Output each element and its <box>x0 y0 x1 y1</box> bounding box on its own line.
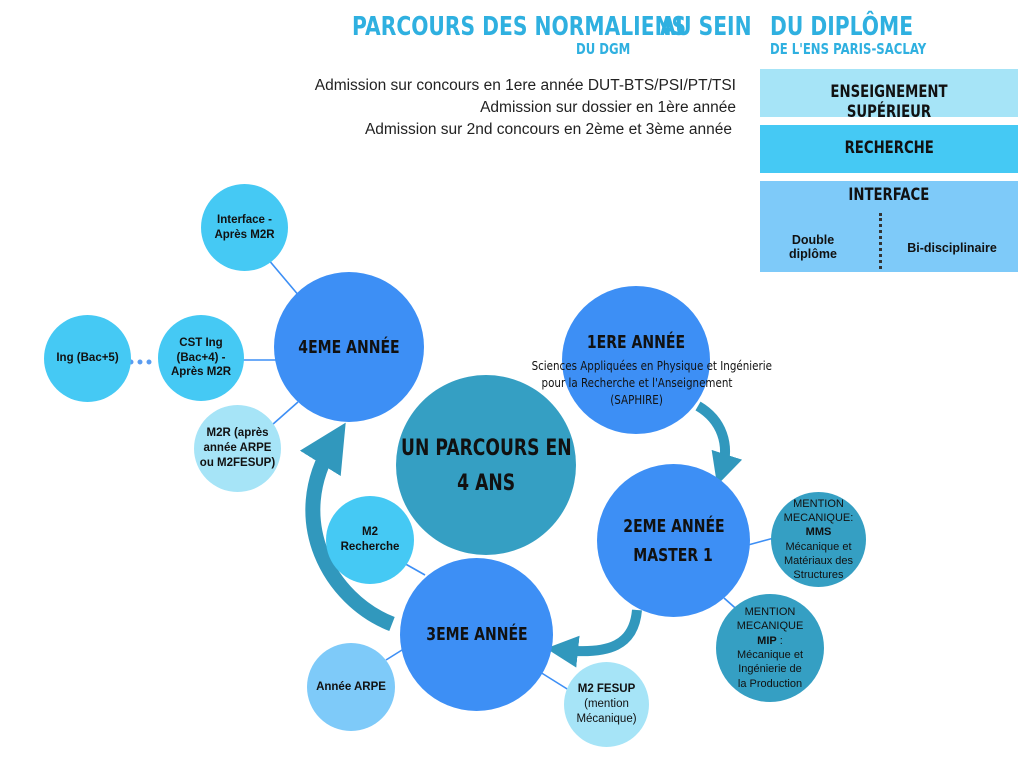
line-mms-2eme <box>747 537 775 546</box>
title-au-sein: AU SEIN <box>660 12 752 42</box>
arrow-1ere-2eme <box>695 401 743 486</box>
admission-concours: Admission sur concours en 1ere année DUT… <box>314 77 736 94</box>
title-diplome: DU DIPLÔME <box>770 12 914 42</box>
node-cst-ing: CST Ing(Bac+4) -Après M2R <box>158 315 244 401</box>
legend-bidisciplinaire: Bi-disciplinaire <box>907 241 997 255</box>
admission-dossier: Admission sur dossier en 1ère année <box>480 99 736 116</box>
subtitle-dgm: DU DGM <box>576 40 631 58</box>
node-2eme-annee: 2EME ANNÉE MASTER 1 <box>597 464 750 617</box>
admission-second-concours: Admission sur 2nd concours en 2ème et 3è… <box>364 121 732 138</box>
legend-enseignement-label: ENSEIGNEMENT SUPÉRIEUR <box>830 82 948 122</box>
subtitle-ens: DE L'ENS PARIS-SACLAY <box>770 40 927 58</box>
legend-recherche-label: RECHERCHE <box>844 138 934 158</box>
arrow-2eme-3eme <box>546 609 642 668</box>
node-4eme-annee: 4EME ANNÉE <box>274 272 424 422</box>
saphire-description: Sciences Appliquées en Physique et Ingén… <box>531 359 772 407</box>
title-parcours: PARCOURS DES NORMALIENS <box>352 12 687 42</box>
node-interface-apres-m2r: Interface -Après M2R <box>201 184 288 271</box>
legend-divider <box>879 213 882 269</box>
legend-recherche: RECHERCHE <box>760 125 1018 173</box>
node-3eme-annee: 3EME ANNÉE <box>400 558 553 711</box>
arrow-3eme-4eme <box>299 422 395 631</box>
line-m2r-4eme <box>271 401 299 426</box>
line-arpe-3eme <box>385 649 403 661</box>
legend-enseignement: ENSEIGNEMENT SUPÉRIEUR <box>760 69 1018 122</box>
legend-interface-label: INTERFACE <box>848 185 930 205</box>
node-ing-bac5: Ing (Bac+5) <box>44 315 131 402</box>
node-annee-arpe: Année ARPE <box>307 643 395 731</box>
node-1ere-annee: 1ERE ANNÉE <box>562 286 710 434</box>
node-center-parcours: UN PARCOURS EN 4 ANS <box>396 375 576 555</box>
